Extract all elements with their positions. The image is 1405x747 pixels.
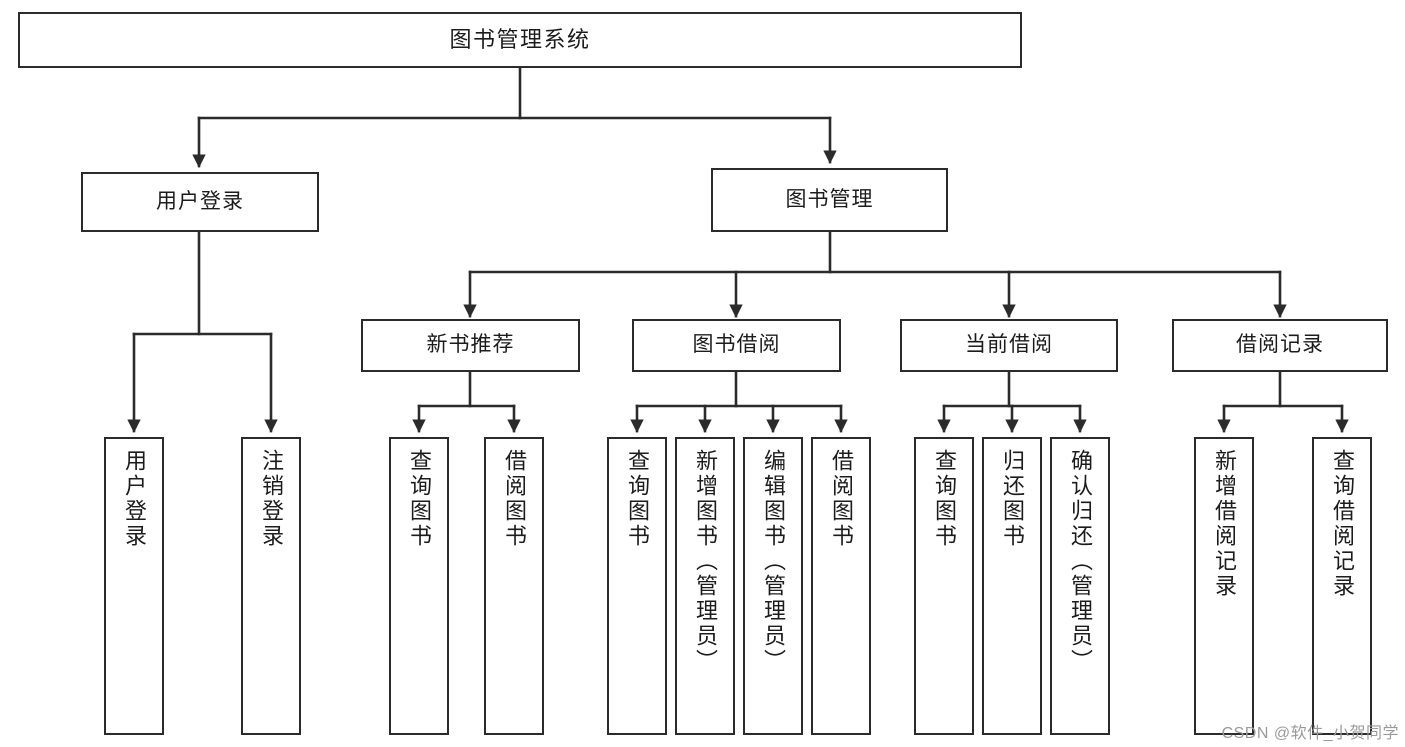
leaf-record-query-record[interactable]: 查询借阅记录 (1312, 437, 1372, 735)
leaf-record-add-record[interactable]: 新增借阅记录 (1194, 437, 1254, 735)
node-label: 查询图书 (407, 449, 432, 549)
node-label: 编辑图书（管理员） (761, 449, 786, 674)
leaf-user-login-signout[interactable]: 注销登录 (241, 437, 301, 735)
leaf-recommend-borrow-book[interactable]: 借阅图书 (484, 437, 544, 735)
node-current-borrow[interactable]: 当前借阅 (900, 319, 1118, 372)
node-label: 借阅图书 (502, 449, 527, 549)
leaf-current-confirm-return-admin[interactable]: 确认归还（管理员） (1050, 437, 1110, 735)
leaf-recommend-query-book[interactable]: 查询图书 (389, 437, 449, 735)
node-label: 查询借阅记录 (1330, 449, 1355, 599)
node-label: 图书借阅 (692, 333, 781, 357)
node-root-system[interactable]: 图书管理系统 (18, 12, 1022, 68)
leaf-current-return-book[interactable]: 归还图书 (982, 437, 1042, 735)
leaf-borrow-add-book-admin[interactable]: 新增图书（管理员） (675, 437, 735, 735)
leaf-borrow-query-book[interactable]: 查询图书 (607, 437, 667, 735)
node-new-book-recommend[interactable]: 新书推荐 (361, 319, 580, 372)
node-label: 借阅图书 (829, 449, 854, 549)
node-label: 用户登录 (156, 189, 244, 213)
node-label: 图书管理 (785, 187, 874, 211)
node-label: 用户登录 (122, 449, 147, 549)
node-label: 查询图书 (625, 449, 650, 549)
node-user-login[interactable]: 用户登录 (81, 172, 319, 232)
node-label: 确认归还（管理员） (1068, 449, 1093, 674)
node-book-borrow[interactable]: 图书借阅 (632, 319, 841, 372)
node-label: 注销登录 (259, 449, 284, 549)
node-label: 借阅记录 (1236, 333, 1324, 357)
csdn-watermark: CSDN @软件_小贺同学 (1221, 725, 1399, 742)
node-label: 当前借阅 (965, 333, 1053, 357)
node-label: 归还图书 (1000, 449, 1025, 549)
leaf-user-login-signin[interactable]: 用户登录 (104, 437, 164, 735)
node-label: 新增图书（管理员） (693, 449, 718, 674)
node-book-management[interactable]: 图书管理 (711, 168, 948, 232)
node-label: 新增借阅记录 (1212, 449, 1237, 599)
node-label: 图书管理系统 (449, 27, 591, 53)
node-borrow-record[interactable]: 借阅记录 (1172, 319, 1388, 372)
leaf-borrow-borrow-book[interactable]: 借阅图书 (811, 437, 871, 735)
node-label: 新书推荐 (426, 333, 515, 357)
leaf-borrow-edit-book-admin[interactable]: 编辑图书（管理员） (743, 437, 803, 735)
node-label: 查询图书 (932, 449, 957, 549)
leaf-current-query-book[interactable]: 查询图书 (914, 437, 974, 735)
